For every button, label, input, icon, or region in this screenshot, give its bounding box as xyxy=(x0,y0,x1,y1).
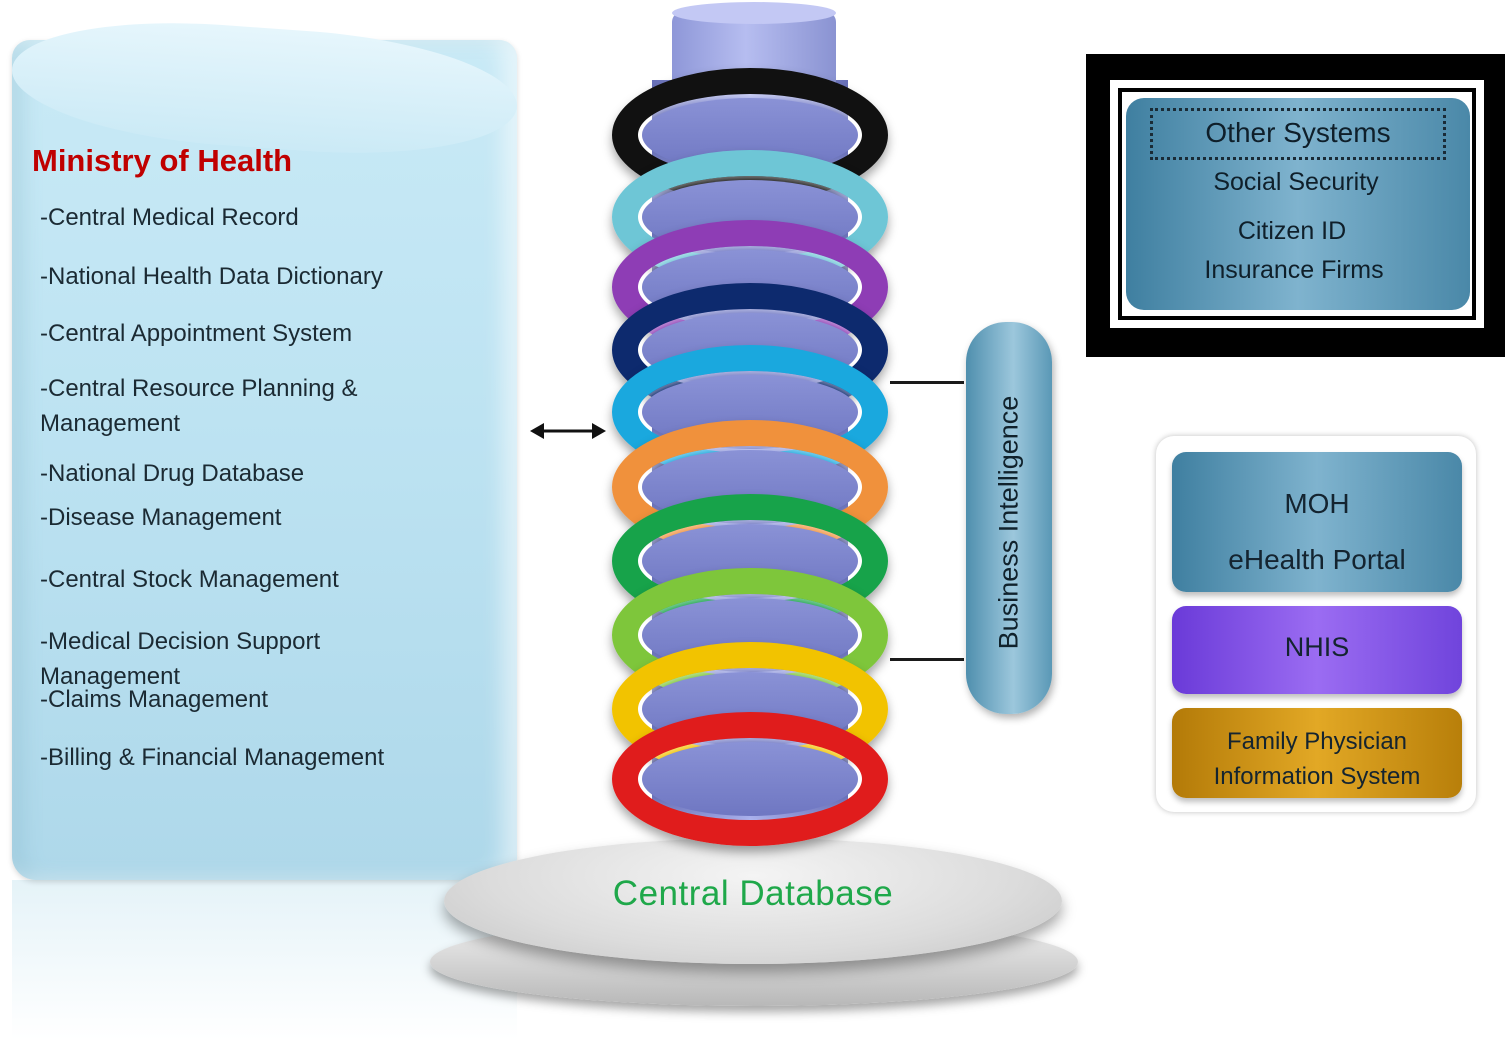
other-systems-item: Social Security xyxy=(1213,168,1379,196)
ministry-item: -National Drug Database xyxy=(40,460,305,487)
other-systems-item: Citizen ID xyxy=(1237,217,1347,245)
information-system-label: Information System xyxy=(1213,763,1421,790)
business-intelligence-label-wrap: Business Intelligence xyxy=(966,322,1052,714)
ministry-item: Management xyxy=(40,663,181,690)
bi-connector-bottom xyxy=(890,658,964,661)
other-systems-title: Other Systems xyxy=(1205,117,1391,148)
nhis-block: NHIS xyxy=(1172,606,1462,694)
ministry-item: -Claims Management xyxy=(40,686,269,713)
other-systems-item: Insurance Firms xyxy=(1204,256,1384,284)
nhis-label: NHIS xyxy=(1284,632,1350,662)
ministry-item: -Central Medical Record xyxy=(40,204,299,231)
ministry-item: -Medical Decision Support xyxy=(40,628,321,655)
other-systems-cylinder xyxy=(1126,98,1470,310)
business-intelligence-label: Business Intelligence xyxy=(993,395,1024,649)
ministry-item: -Central Stock Management xyxy=(40,566,339,593)
double-arrow-icon xyxy=(530,423,606,439)
ministry-item: -National Health Data Dictionary xyxy=(40,263,383,290)
moh-label: MOH xyxy=(1284,488,1350,519)
module-ring xyxy=(612,712,888,846)
database-disk xyxy=(444,838,1062,964)
central-database-label: Central Database xyxy=(612,874,894,913)
ministry-item: -Disease Management xyxy=(40,504,282,531)
other-systems-title-box xyxy=(1150,108,1446,160)
business-intelligence-cylinder xyxy=(966,322,1052,714)
ministry-item: -Central Resource Planning & xyxy=(40,375,358,402)
bi-connector-top xyxy=(890,381,964,384)
ministry-item: -Central Appointment System xyxy=(40,320,353,347)
ministry-item: -Billing & Financial Management xyxy=(40,744,385,771)
ehealth-portal-label: eHealth Portal xyxy=(1228,544,1406,575)
ministry-panel xyxy=(12,40,517,880)
family-physician-label: Family Physician xyxy=(1226,728,1408,755)
ministry-title: Ministry of Health xyxy=(32,143,293,178)
ministry-item: Management xyxy=(40,410,181,437)
family-physician-block: Family Physician Information System xyxy=(1172,708,1462,798)
moh-ehealth-portal-block: MOH eHealth Portal xyxy=(1172,452,1462,592)
